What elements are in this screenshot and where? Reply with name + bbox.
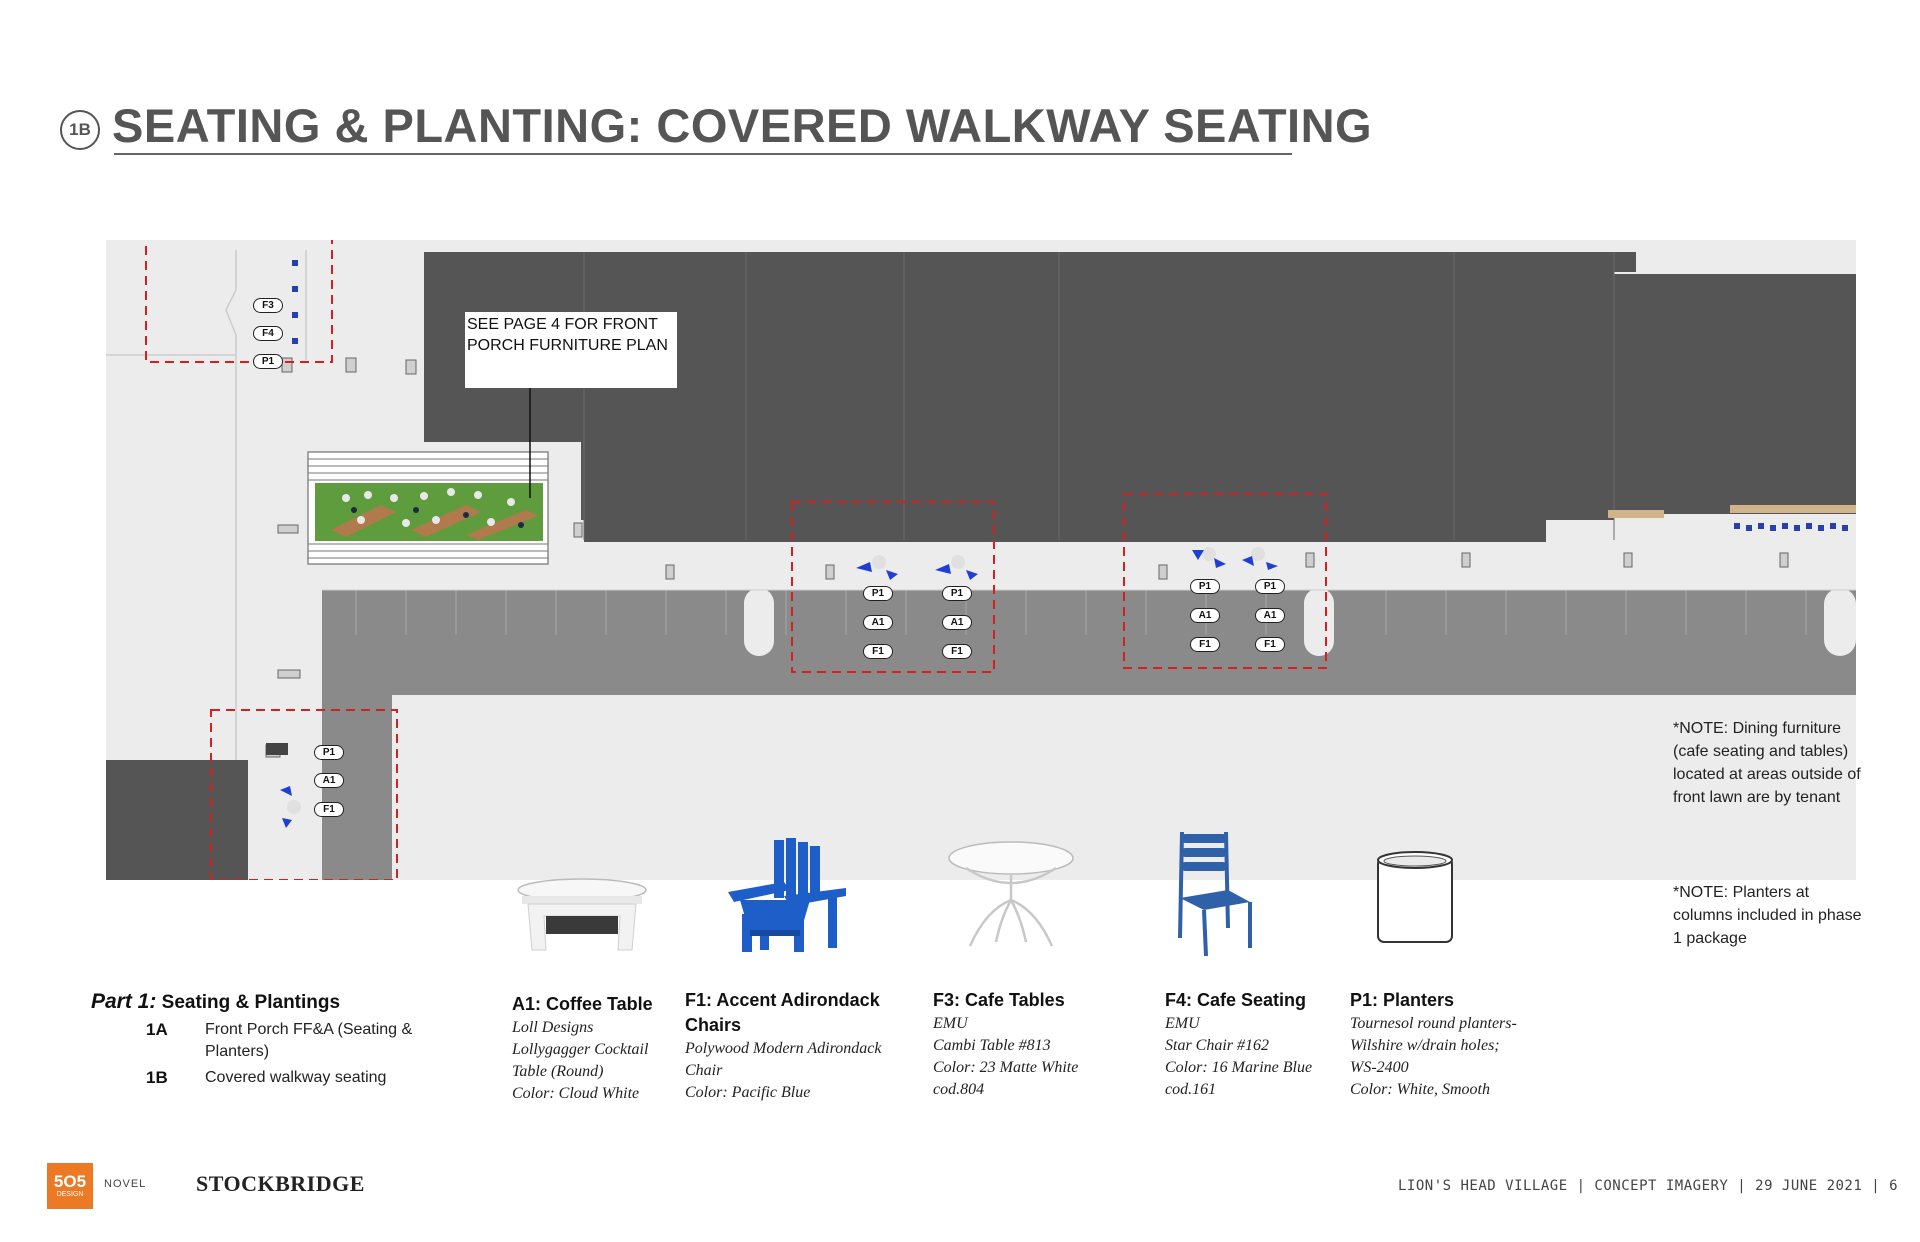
- chair-group-1: [856, 555, 978, 580]
- product-f3-line-1: EMU: [933, 1015, 968, 1032]
- product-a1-line-3: Table (Round): [512, 1063, 604, 1080]
- product-a1-line-2: Lollygagger Cocktail: [512, 1041, 649, 1058]
- tag-north-3: P1: [253, 354, 283, 369]
- plan-callout: SEE PAGE 4 FOR FRONT PORCH FURNITURE PLA…: [465, 312, 677, 388]
- roof-block-sw: [106, 760, 248, 880]
- logo-stockbridge: STOCKBRIDGE: [196, 1171, 365, 1196]
- product-f3: F3: Cafe Tables EMU Cambi Table #813 Col…: [933, 988, 1133, 1101]
- tag-g1a-1: P1: [863, 586, 893, 601]
- product-f1-line-2: Chair: [685, 1062, 723, 1079]
- front-porch-lawn: [307, 386, 549, 565]
- adirondack-chair-icon: [728, 838, 846, 952]
- part1-label: Part 1:: [91, 990, 157, 1013]
- tag-g2a-1: P1: [1190, 579, 1220, 594]
- product-p1-line-3: WS-2400: [1350, 1059, 1409, 1076]
- product-f3-line-4: cod.804: [933, 1081, 985, 1098]
- product-a1: A1: Coffee Table Loll Designs Lollygagge…: [512, 992, 712, 1105]
- site-plan: F3 F4 P1 P1 A1 F1 P1 A1 F1 P1 A1 F1 P1 A…: [106, 240, 1856, 880]
- coffee-table-icon: [517, 878, 647, 951]
- product-f4: F4: Cafe Seating EMU Star Chair #162 Col…: [1165, 988, 1365, 1101]
- product-p1-heading: P1: Planters: [1350, 990, 1455, 1010]
- logo-505-sub: DESIGN: [56, 1191, 84, 1198]
- zone-chairs-2: [1123, 493, 1327, 669]
- tag-g1a-2: A1: [863, 615, 893, 630]
- logo-505-design: 5O5 DESIGN: [47, 1163, 93, 1209]
- tag-g1b-2: A1: [942, 615, 972, 630]
- site-plan-drawing: [106, 240, 1856, 880]
- part1-heading: Part 1: Seating & Plantings: [91, 990, 340, 1014]
- part1-title: Seating & Plantings: [161, 992, 341, 1013]
- product-f1: F1: Accent Adirondack Chairs Polywood Mo…: [685, 988, 895, 1104]
- page-title: SEATING & PLANTING: COVERED WALKWAY SEAT…: [112, 99, 1373, 152]
- product-f4-line-2: Star Chair #162: [1165, 1037, 1270, 1054]
- product-a1-line-4: Color: Cloud White: [512, 1085, 640, 1102]
- zone-chairs-1: [791, 501, 995, 673]
- tag-north-2: F4: [253, 326, 283, 341]
- part1-item-text-1a: Front Porch FF&A (Seating & Planters): [205, 1021, 413, 1060]
- product-f4-line-3: Color: 16 Marine Blue: [1165, 1059, 1313, 1076]
- tag-north-1: F3: [253, 298, 283, 313]
- footer-text: LION'S HEAD VILLAGE | CONCEPT IMAGERY | …: [1398, 1178, 1899, 1194]
- chair-group-sw: [266, 743, 301, 828]
- product-f3-line-2: Cambi Table #813: [933, 1037, 1051, 1054]
- product-p1-line-2: Wilshire w/drain holes;: [1350, 1037, 1500, 1054]
- product-a1-line-1: Loll Designs: [512, 1019, 594, 1036]
- logo-novel: NOVEL: [104, 1178, 147, 1190]
- zone-north: [145, 240, 333, 363]
- product-f4-heading: F4: Cafe Seating: [1165, 990, 1307, 1010]
- note-dining: *NOTE: Dining furniture (cafe seating an…: [1673, 720, 1861, 806]
- tag-g2b-3: F1: [1255, 637, 1285, 652]
- planter-icon: [1377, 851, 1453, 943]
- tag-g2b-2: A1: [1255, 608, 1285, 623]
- product-f4-line-4: cod.161: [1165, 1081, 1217, 1098]
- product-f3-line-3: Color: 23 Matte White: [933, 1059, 1079, 1076]
- zone-sw: [210, 709, 398, 880]
- product-p1: P1: Planters Tournesol round planters- W…: [1350, 988, 1560, 1101]
- part1-item-code-1b: 1B: [146, 1068, 168, 1087]
- product-f1-heading: F1: Accent Adirondack Chairs: [685, 990, 880, 1035]
- tag-sw-1: P1: [314, 745, 344, 760]
- tag-sw-2: A1: [314, 773, 344, 788]
- logo-505-mark: 5O5: [53, 1172, 87, 1191]
- product-f1-line-1: Polywood Modern Adirondack: [685, 1040, 882, 1057]
- cafe-chair-icon: [1178, 831, 1252, 957]
- part1-item-text-1b: Covered walkway seating: [205, 1069, 387, 1086]
- product-p1-line-4: Color: White, Smooth: [1350, 1081, 1490, 1098]
- title-badge: 1B: [60, 110, 100, 150]
- note-planters: *NOTE: Planters at columns included in p…: [1673, 884, 1862, 947]
- tag-g1b-3: F1: [942, 644, 972, 659]
- tag-g2a-3: F1: [1190, 637, 1220, 652]
- road: [322, 590, 1856, 695]
- title-underline: [114, 153, 1292, 155]
- product-f4-line-1: EMU: [1165, 1015, 1200, 1032]
- tag-g1a-3: F1: [863, 644, 893, 659]
- tag-g2b-1: P1: [1255, 579, 1285, 594]
- product-f3-heading: F3: Cafe Tables: [933, 990, 1065, 1010]
- tag-g2a-2: A1: [1190, 608, 1220, 623]
- product-f1-line-3: Color: Pacific Blue: [685, 1084, 811, 1101]
- tag-g1b-1: P1: [942, 586, 972, 601]
- part1-item-code-1a: 1A: [146, 1020, 168, 1039]
- cafe-table-icon: [948, 841, 1074, 947]
- product-a1-heading: A1: Coffee Table: [512, 994, 653, 1014]
- tag-sw-3: F1: [314, 802, 344, 817]
- product-p1-line-1: Tournesol round planters-: [1350, 1015, 1517, 1032]
- chair-group-2: [1192, 547, 1278, 570]
